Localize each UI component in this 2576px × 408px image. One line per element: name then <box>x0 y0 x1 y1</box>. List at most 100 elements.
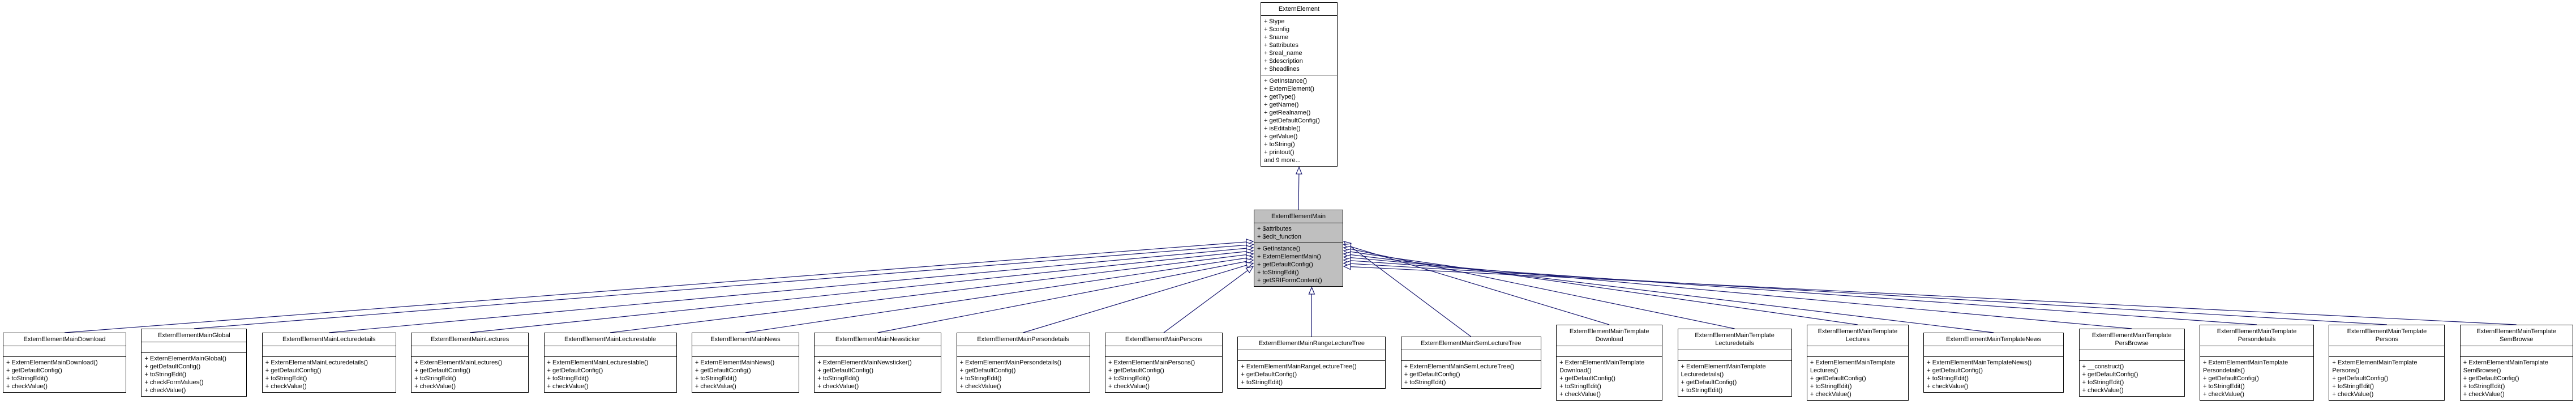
class-methods: + GetInstance()+ ExternElementMain()+ ge… <box>1254 243 1343 286</box>
class-box-externelementmaintemplate-persondetails[interactable]: ExternElementMainTemplate Persondetails +… <box>2200 325 2314 401</box>
class-box-externelementmainnewsticker[interactable]: ExternElementMainNewsticker+ ExternEleme… <box>814 333 942 393</box>
class-box-externelementmaintemplate-download[interactable]: ExternElementMainTemplate Download+ Exte… <box>1556 325 1663 401</box>
class-box-extern-element-main[interactable]: ExternElementMain + $attributes+ $edit_f… <box>1254 210 1343 287</box>
method: + ExternElementMainPersons() <box>1108 359 1195 366</box>
class-box-externelementmaindownload[interactable]: ExternElementMainDownload+ ExternElement… <box>3 333 126 393</box>
method: + getDefaultConfig() <box>265 367 322 374</box>
class-box-externelementmaintemplate-lecturedetails[interactable]: ExternElementMainTemplate Lecturedetails… <box>1677 329 1792 397</box>
method: + toStringEdit() <box>1241 379 1283 386</box>
method: + getDefaultConfig() <box>695 367 751 374</box>
method: + getDefaultConfig() <box>959 367 1016 374</box>
class-attributes <box>2200 346 2313 357</box>
inheritance-line <box>1350 246 1610 325</box>
method: + GetInstance() <box>1264 78 1308 84</box>
class-attributes <box>1678 350 1791 361</box>
method: + ExternElementMainTemplateNews() <box>1927 359 2032 366</box>
inheritance-arrowhead <box>1245 248 1254 255</box>
method: + getDefaultConfig() <box>1257 261 1313 268</box>
method: + toStringEdit() <box>2203 383 2245 390</box>
class-box-externelementmainpersondetails[interactable]: ExternElementMainPersondetails + ExternEl… <box>956 333 1090 393</box>
method: + isEditable() <box>1264 125 1301 132</box>
method: + checkValue() <box>144 387 186 394</box>
class-title: ExternElementMainPersondetails <box>957 333 1090 346</box>
method: + ExternElementMainNewsticker() <box>817 359 912 366</box>
method: + checkValue() <box>2203 391 2244 398</box>
method: + getDefaultConfig() <box>1559 375 1615 382</box>
method: + toStringEdit() <box>1404 379 1446 386</box>
method: + getValue() <box>1264 133 1298 140</box>
class-title: ExternElementMainTemplateNews <box>1924 333 2064 346</box>
method: + ExternElementMainLecturestable() <box>547 359 649 366</box>
method: + ExternElementMainGlobal() <box>144 355 226 362</box>
class-attributes <box>412 346 529 357</box>
method: + checkValue() <box>2082 387 2124 394</box>
class-methods: + ExternElementMainGlobal()+ getDefaultC… <box>142 353 246 396</box>
class-box-externelementmainglobal[interactable]: ExternElementMainGlobal + ExternElementMa… <box>141 329 247 397</box>
inheritance-line <box>1298 173 1300 210</box>
method: + GetInstance() <box>1257 245 1301 252</box>
class-box-externelementmaintemplate-lectures[interactable]: ExternElementMainTemplate Lectures+ Exte… <box>1806 325 1909 401</box>
class-box-externelementmainsemlecturetree[interactable]: ExternElementMainSemLectureTree+ ExternE… <box>1400 337 1541 389</box>
method: + ExternElementMain() <box>1257 253 1321 260</box>
method: + checkValue() <box>6 383 48 390</box>
class-box-externelementmaintemplate-persbrowse[interactable]: ExternElementMainTemplate PersBrowse+ __… <box>2078 329 2185 397</box>
method: + getRealname() <box>1264 109 1311 116</box>
class-title: ExternElementMainTemplate Persondetails <box>2200 325 2313 346</box>
method: + getDefaultConfig() <box>1264 117 1320 124</box>
attribute: + $description <box>1264 58 1303 65</box>
class-methods: + ExternElementMainLecturestable()+ getD… <box>545 357 676 392</box>
class-attributes <box>815 346 941 357</box>
method: + toStringEdit() <box>1559 383 1601 390</box>
inheritance-arrowhead <box>1343 260 1351 267</box>
class-box-externelementmaintemplatenews[interactable]: ExternElementMainTemplateNews + ExternEle… <box>1923 333 2064 393</box>
class-title: ExternElementMainTemplate Persons <box>2329 325 2445 346</box>
inheritance-arrowhead <box>1343 263 1351 270</box>
method: + getDefaultConfig() <box>1681 379 1737 386</box>
method: + getType() <box>1264 94 1296 100</box>
class-box-externelementmaintemplate-sembrowse[interactable]: ExternElementMainTemplate SemBrowse+ Ext… <box>2459 325 2573 401</box>
method: + toString() <box>1264 141 1295 148</box>
method: + ExternElementMainPersondetails() <box>959 359 1062 366</box>
method: + toStringEdit() <box>1927 375 1969 382</box>
class-box-externelementmainnews[interactable]: ExternElementMainNews+ ExternElementMain… <box>691 333 799 393</box>
class-title: ExternElementMainRangeLectureTree <box>1238 337 1386 350</box>
class-box-externelementmaintemplate-persons[interactable]: ExternElementMainTemplate Persons+ Exter… <box>2329 325 2445 401</box>
attribute: + $name <box>1264 34 1289 41</box>
inheritance-arrowhead <box>1343 241 1352 249</box>
class-box-externelementmainlectures[interactable]: ExternElementMainLectures+ ExternElement… <box>411 333 529 393</box>
attribute: + $attributes <box>1264 42 1298 49</box>
class-title: ExternElementMainGlobal <box>142 329 247 342</box>
inheritance-arrowhead <box>1343 257 1351 264</box>
method: + getDefaultConfig() <box>144 363 201 370</box>
class-attributes <box>2079 350 2184 361</box>
class-title: ExternElementMainTemplate Lecturedetails <box>1678 329 1791 350</box>
class-title: ExternElement <box>1261 3 1337 16</box>
method: + toStringEdit() <box>1108 375 1150 382</box>
attribute: + $headlines <box>1264 66 1300 73</box>
method: + checkValue() <box>414 383 456 390</box>
method: + toStringEdit() <box>1810 383 1852 390</box>
method: + checkValue() <box>1927 383 1969 390</box>
inheritance-arrowhead <box>1245 245 1254 252</box>
inheritance-arrowhead <box>1245 262 1254 269</box>
method: + getDefaultConfig() <box>1927 367 1983 374</box>
class-attributes <box>692 346 799 357</box>
method: + getDefaultConfig() <box>1241 371 1297 378</box>
attribute: + $real_name <box>1264 50 1302 57</box>
method: + checkValue() <box>547 383 589 390</box>
class-title: ExternElementMainTemplate PersBrowse <box>2079 329 2184 350</box>
method: + ExternElementMainRangeLectureTree() <box>1241 363 1357 370</box>
method: + toStringEdit() <box>1681 387 1723 394</box>
class-attributes <box>1807 346 1908 357</box>
class-methods: + ExternElementMainPersons()+ getDefault… <box>1105 357 1222 392</box>
inheritance-line <box>194 244 1247 329</box>
class-box-externelementmainpersons[interactable]: ExternElementMainPersons+ ExternElementM… <box>1105 333 1223 393</box>
class-box-extern-element[interactable]: ExternElement + $type+ $config+ $name+ $… <box>1261 2 1338 167</box>
class-box-externelementmainlecturedetails[interactable]: ExternElementMainLecturedetails+ ExternE… <box>262 333 396 393</box>
method: + checkValue() <box>1810 391 1851 398</box>
attribute: + $type <box>1264 18 1285 25</box>
class-box-externelementmainlecturestable[interactable]: ExternElementMainLecturestable+ ExternEl… <box>543 333 677 393</box>
class-box-externelementmainrangelecturetree[interactable]: ExternElementMainRangeLectureTree + Exter… <box>1237 337 1386 389</box>
method: + getDefaultConfig() <box>1108 367 1164 374</box>
inheritance-arrowhead <box>1308 286 1315 295</box>
